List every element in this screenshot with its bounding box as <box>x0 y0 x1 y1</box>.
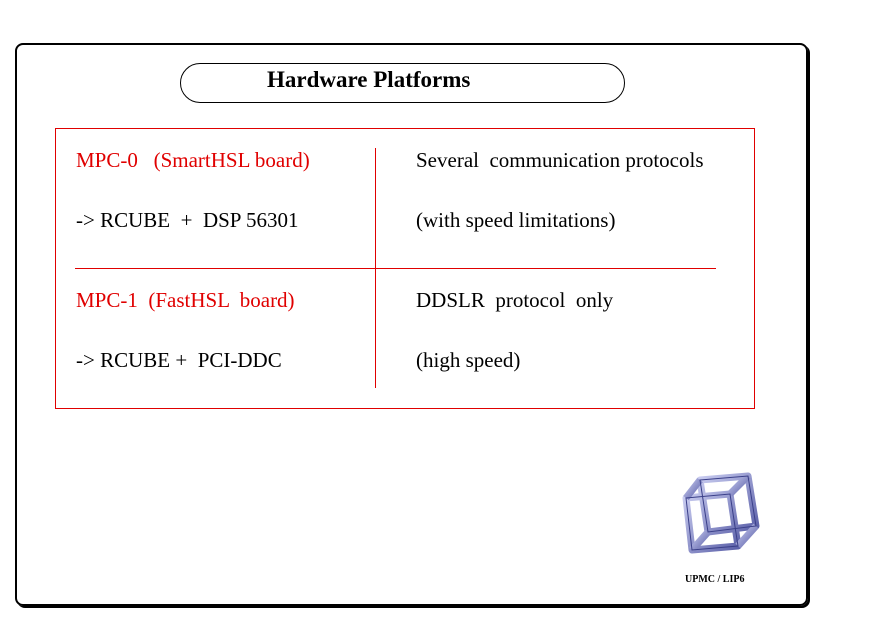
protocol-note-mpc1: (high speed) <box>416 348 521 372</box>
protocol-note-mpc0: (with speed limitations) <box>416 208 616 232</box>
title-banner: Hardware Platforms <box>180 63 625 103</box>
protocol-mpc0: Several communication protocols <box>416 148 704 172</box>
platform-composition-mpc0: -> RCUBE + DSP 56301 <box>76 208 299 232</box>
slide-frame <box>15 43 808 606</box>
footer-label: UPMC / LIP6 <box>685 574 745 585</box>
platform-composition-mpc1: -> RCUBE + PCI-DDC <box>76 348 282 372</box>
slide-title: Hardware Platforms <box>267 67 471 92</box>
platform-name-mpc0: MPC-0 (SmartHSL board) <box>76 148 310 172</box>
platform-name-mpc1: MPC-1 (FastHSL board) <box>76 288 295 312</box>
platform-table <box>55 128 755 409</box>
hypercube-logo-icon <box>678 470 762 554</box>
protocol-mpc1: DDSLR protocol only <box>416 288 614 312</box>
table-row-divider <box>75 268 716 269</box>
